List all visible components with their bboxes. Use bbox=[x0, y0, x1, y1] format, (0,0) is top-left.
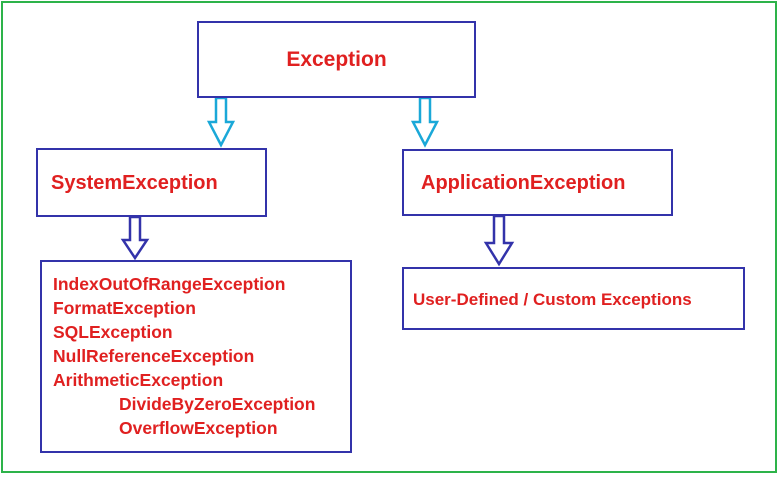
system-exception-node: SystemException bbox=[36, 148, 267, 217]
exception-label: Exception bbox=[286, 47, 387, 71]
application-exception-node: ApplicationException bbox=[402, 149, 673, 216]
custom-exceptions-label: User-Defined / Custom Exceptions bbox=[413, 290, 692, 309]
list-item: FormatException bbox=[53, 298, 196, 318]
system-exception-label: SystemException bbox=[51, 172, 218, 194]
list-item: NullReferenceException bbox=[53, 346, 255, 366]
exception-node: Exception bbox=[197, 21, 476, 98]
application-exception-label: ApplicationException bbox=[421, 172, 626, 194]
list-item: IndexOutOfRangeException bbox=[53, 274, 286, 294]
list-item-nested: OverflowException bbox=[119, 418, 278, 438]
arrow-down-icon bbox=[120, 215, 150, 261]
system-exceptions-list: IndexOutOfRangeException FormatException… bbox=[40, 260, 352, 453]
custom-exceptions-node: User-Defined / Custom Exceptions bbox=[402, 267, 745, 330]
list-item-nested: DivideByZeroException bbox=[119, 394, 316, 414]
arrow-down-icon bbox=[483, 214, 515, 267]
list-item: SQLException bbox=[53, 322, 173, 342]
arrow-down-icon bbox=[206, 96, 236, 148]
list-item: ArithmeticException bbox=[53, 370, 224, 390]
arrow-down-icon bbox=[410, 96, 440, 148]
